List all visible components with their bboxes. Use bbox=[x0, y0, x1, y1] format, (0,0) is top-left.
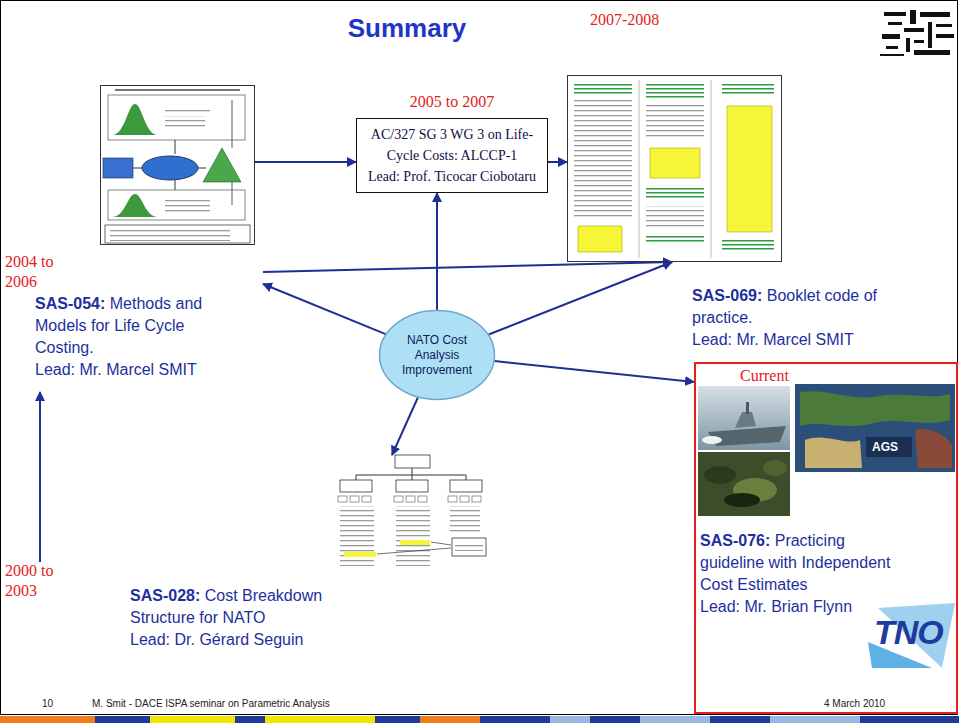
text-block: 2000 to 2003 bbox=[5, 561, 67, 601]
flowchart-frame bbox=[100, 85, 255, 245]
project-description: Methods and Models for Life Cycle Costin… bbox=[35, 295, 202, 356]
photo-collage bbox=[698, 384, 955, 516]
slide-number: 10 bbox=[42, 697, 53, 710]
project-group: 2004 to 2006SAS-054:Methods and Models f… bbox=[5, 80, 263, 392]
period-label: 2007-2008 bbox=[590, 11, 659, 28]
project-description: Practicing guideline with Independent Co… bbox=[700, 532, 890, 593]
text-block: SAS-054:Methods and Models for Life Cycl… bbox=[35, 293, 247, 381]
flow-arrow bbox=[39, 392, 41, 562]
flow-arrow bbox=[263, 284, 386, 334]
brochure-illustration bbox=[567, 75, 782, 262]
project-lead: Lead: Mr. Marcel SMIT bbox=[35, 359, 247, 381]
tno-logo-graphic bbox=[868, 603, 955, 668]
circle-shape bbox=[378, 309, 496, 401]
flow-arrow bbox=[489, 262, 672, 335]
hub-label: NATO Cost Analysis Improvement bbox=[395, 333, 479, 378]
flow-arrow bbox=[255, 161, 356, 163]
flow-arrow bbox=[548, 161, 567, 163]
text-block: 2004 to 2006 bbox=[5, 252, 67, 292]
box-border: AC/327 SG 3 WG 3 on Life-Cycle Costs: AL… bbox=[356, 118, 548, 193]
project-description: Booklet code of practice. bbox=[692, 287, 877, 326]
corner-logo bbox=[880, 10, 954, 56]
project-group: 2000 to 2003SAS-028:Cost Breakdown Struc… bbox=[5, 452, 490, 660]
working-group-box: 2005 to 2007AC/327 SG 3 WG 3 on Life-Cyc… bbox=[356, 92, 548, 193]
flow-arrow bbox=[263, 262, 672, 272]
flow-arrow bbox=[392, 397, 418, 455]
project-lead: Lead: Mr. Brian Flynn bbox=[700, 596, 905, 618]
current-project-box: CurrentSAS-076:Practicing guideline with… bbox=[694, 362, 958, 714]
photo-caption: AGS bbox=[872, 440, 898, 454]
project-lead: Lead: Mr. Marcel SMIT bbox=[692, 329, 917, 351]
wbs-illustration bbox=[338, 455, 486, 566]
hub-circle: NATO Cost Analysis Improvement bbox=[378, 309, 496, 401]
project-code: SAS-028: bbox=[130, 587, 200, 604]
period-label: 2004 to 2006 bbox=[5, 253, 53, 290]
text-block: SAS-069:Booklet code of practice. Lead: M… bbox=[692, 285, 917, 351]
wbs-figure bbox=[335, 455, 487, 572]
circle-content: NATO Cost Analysis Improvement bbox=[378, 309, 496, 401]
slide-title: Summary bbox=[300, 12, 514, 44]
text-block: Current bbox=[740, 366, 860, 386]
flow-arrow bbox=[436, 193, 438, 310]
text-block: 2007-2008 bbox=[590, 10, 690, 30]
group-lead: Lead: Prof. Ticocar Ciobotaru bbox=[363, 166, 541, 187]
project-code: SAS-076: bbox=[700, 532, 770, 549]
project-group: 2007-2008SAS-069:Booklet code of practic… bbox=[565, 8, 935, 358]
flowchart-illustration bbox=[100, 85, 255, 245]
footer-text: M. Smit - DACE ISPA seminar on Parametri… bbox=[92, 697, 330, 710]
period-label: 2000 to 2003 bbox=[5, 562, 53, 599]
group-name: AC/327 SG 3 WG 3 on Life-Cycle Costs: AL… bbox=[363, 124, 541, 166]
brochure-frame bbox=[567, 75, 782, 262]
text-block: SAS-028:Cost Breakdown Structure for NAT… bbox=[130, 585, 375, 651]
project-code: SAS-054: bbox=[35, 295, 105, 312]
text-block: SAS-076:Practicing guideline with Indepe… bbox=[700, 530, 905, 618]
footer-date: 4 March 2010 bbox=[824, 697, 885, 710]
flow-arrow bbox=[494, 361, 694, 382]
logo-text: TNO bbox=[874, 612, 943, 652]
footer-bar bbox=[0, 716, 959, 723]
project-lead: Lead: Dr. Gérard Seguin bbox=[130, 629, 375, 651]
project-description: Cost Breakdown Structure for NATO bbox=[130, 587, 322, 626]
status-label: Current bbox=[740, 367, 789, 384]
period-label: 2005 to 2007 bbox=[356, 92, 548, 112]
project-code: SAS-069: bbox=[692, 287, 762, 304]
